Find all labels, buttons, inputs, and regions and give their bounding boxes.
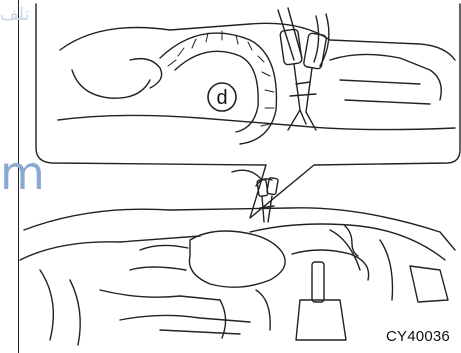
callout-marker-label: d	[216, 87, 227, 109]
jumper-clamp-large	[278, 8, 329, 130]
figure-code: CY40036	[386, 328, 450, 345]
hood-outline	[24, 208, 455, 250]
engine-block	[189, 231, 285, 287]
engine-cover-detail	[60, 23, 455, 60]
callout-bubble	[36, 4, 460, 218]
